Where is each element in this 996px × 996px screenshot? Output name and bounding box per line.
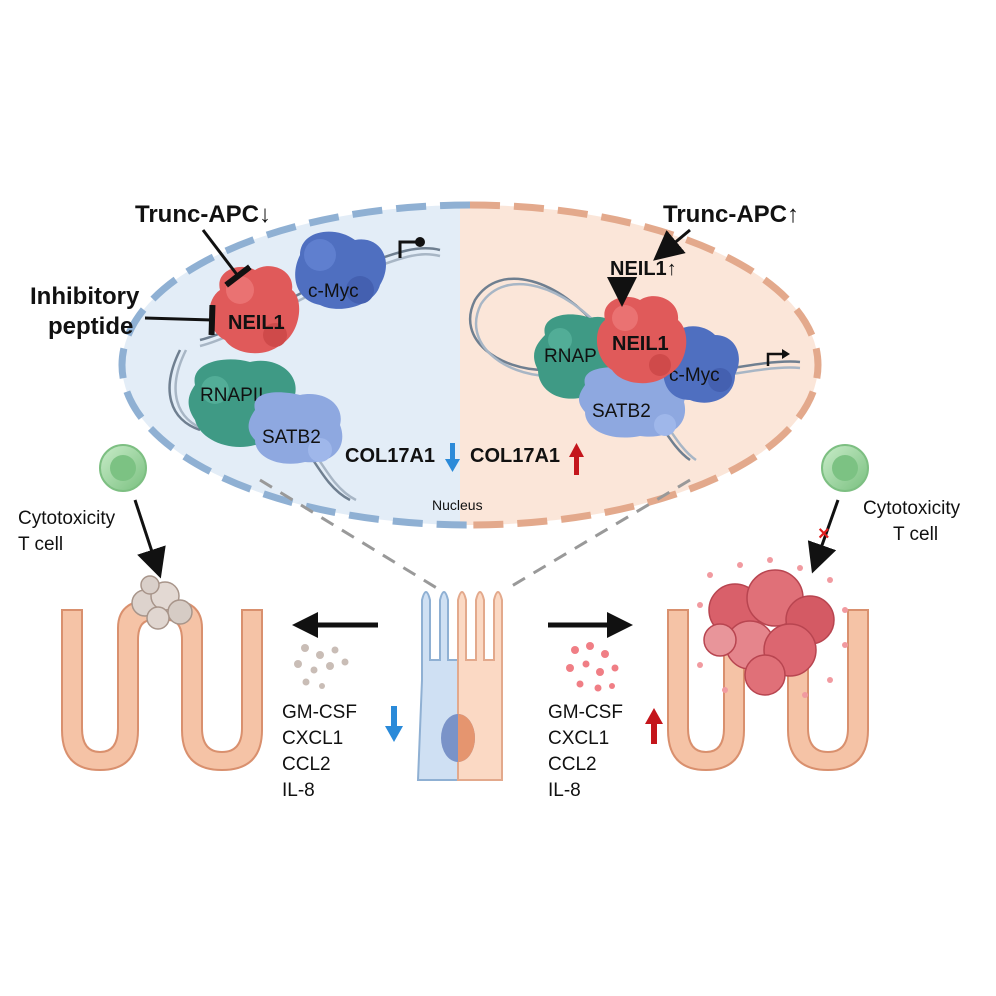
inhibitory-label-line2: peptide [48, 313, 133, 340]
trunc-apc-right-up: ↑ [787, 201, 799, 228]
rnapii-right-label: RNAP [544, 346, 597, 367]
nucleus-label: Nucleus [432, 497, 483, 513]
neil1-left-label: NEIL1 [228, 312, 285, 334]
satb2-right: SATB2 [578, 367, 686, 438]
col17a1-left-group: COL17A1 [345, 443, 460, 472]
neil1-right: NEIL1 [596, 296, 687, 384]
rnapii-left-label: RNAPII [200, 385, 263, 406]
nucleus-right-border [469, 201, 822, 529]
cytokine-dots-right [566, 642, 619, 692]
healthy-cells-left [131, 575, 193, 630]
neil1-left: NEIL1 [209, 266, 300, 354]
epithelial-cell [416, 591, 503, 781]
satb2-left: SATB2 [248, 392, 343, 464]
cytokine-list-right: GM-CSF CXCL1 CCL2 IL-8 [548, 702, 663, 801]
satb2-left-label: SATB2 [262, 427, 321, 448]
tcell-right-label-line2: T cell [893, 524, 938, 545]
trunc-apc-left-group: Trunc-APC↓ [135, 201, 271, 288]
svg-text:Trunc-APC↑: Trunc-APC↑ [663, 201, 799, 228]
cytokine-dots-left [294, 644, 349, 689]
tcell-right: Cytotoxicity T cell × [807, 444, 961, 574]
cytokine-down-arrow [385, 706, 403, 742]
trunc-apc-right-label: Trunc-APC [663, 201, 787, 228]
cytokine-left-0: GM-CSF [282, 702, 357, 723]
tcell-left-label-line2: T cell [18, 534, 63, 555]
cytokine-right-2: CCL2 [548, 754, 597, 775]
inhibitory-label-line1: Inhibitory [30, 283, 140, 310]
tcell-left: Cytotoxicity T cell [18, 444, 166, 579]
tss-marker-right [766, 349, 790, 366]
col17a1-left-label: COL17A1 [345, 445, 435, 467]
tissue-right [667, 599, 869, 772]
svg-text:NEIL1↑: NEIL1↑ [610, 258, 677, 280]
block-mark: × [818, 523, 830, 545]
trunc-apc-left-label: Trunc-APC [135, 201, 259, 228]
trunc-apc-inhibit-line [201, 229, 252, 288]
tissue-left [61, 599, 263, 772]
tcell-left-arrow [133, 499, 166, 579]
inhibitory-peptide-group: Inhibitory peptide [30, 283, 216, 340]
cmyc-right-label: c-Myc [669, 365, 720, 386]
cytokine-up-arrow [645, 708, 663, 744]
neil1-up-label: NEIL1 [610, 258, 667, 280]
tumor-mass-right [703, 569, 835, 696]
col17a1-down-arrow [445, 443, 460, 472]
col17a1-up-arrow [569, 443, 584, 475]
svg-text:Trunc-APC↓: Trunc-APC↓ [135, 201, 271, 228]
neil1-up-glyph: ↑ [667, 258, 677, 280]
trunc-apc-right-group: Trunc-APC↑ NEIL1↑ [607, 201, 799, 307]
tcell-right-label-line1: Cytotoxicity [863, 498, 961, 519]
nucleus-left-border [118, 201, 471, 529]
cytokine-right-3: IL-8 [548, 780, 581, 801]
tss-marker-left [398, 237, 425, 258]
cytokine-left-2: CCL2 [282, 754, 331, 775]
col17a1-right-group: COL17A1 [470, 443, 584, 475]
tcell-left-label-line1: Cytotoxicity [18, 508, 116, 529]
cytokine-right-1: CXCL1 [548, 728, 609, 749]
neil1-right-label: NEIL1 [612, 333, 669, 355]
inhibitory-peptide-line [144, 304, 216, 336]
cytokine-left-3: IL-8 [282, 780, 315, 801]
trunc-apc-right-arrow [653, 228, 691, 261]
satb2-right-label: SATB2 [592, 401, 651, 422]
cmyc-left: c-Myc [295, 231, 386, 309]
arrow-to-right [548, 612, 633, 638]
cytokine-list-left: GM-CSF CXCL1 CCL2 IL-8 [282, 702, 403, 801]
zoom-lines [259, 478, 691, 592]
trunc-apc-left-down: ↓ [259, 201, 271, 228]
cmyc-left-label: c-Myc [308, 281, 359, 302]
tcell-right-arrow [807, 499, 840, 574]
cytokine-left-1: CXCL1 [282, 728, 343, 749]
col17a1-right-label: COL17A1 [470, 445, 560, 467]
tumor-dots [697, 557, 848, 698]
cytokine-right-0: GM-CSF [548, 702, 623, 723]
arrow-to-left [292, 612, 378, 638]
